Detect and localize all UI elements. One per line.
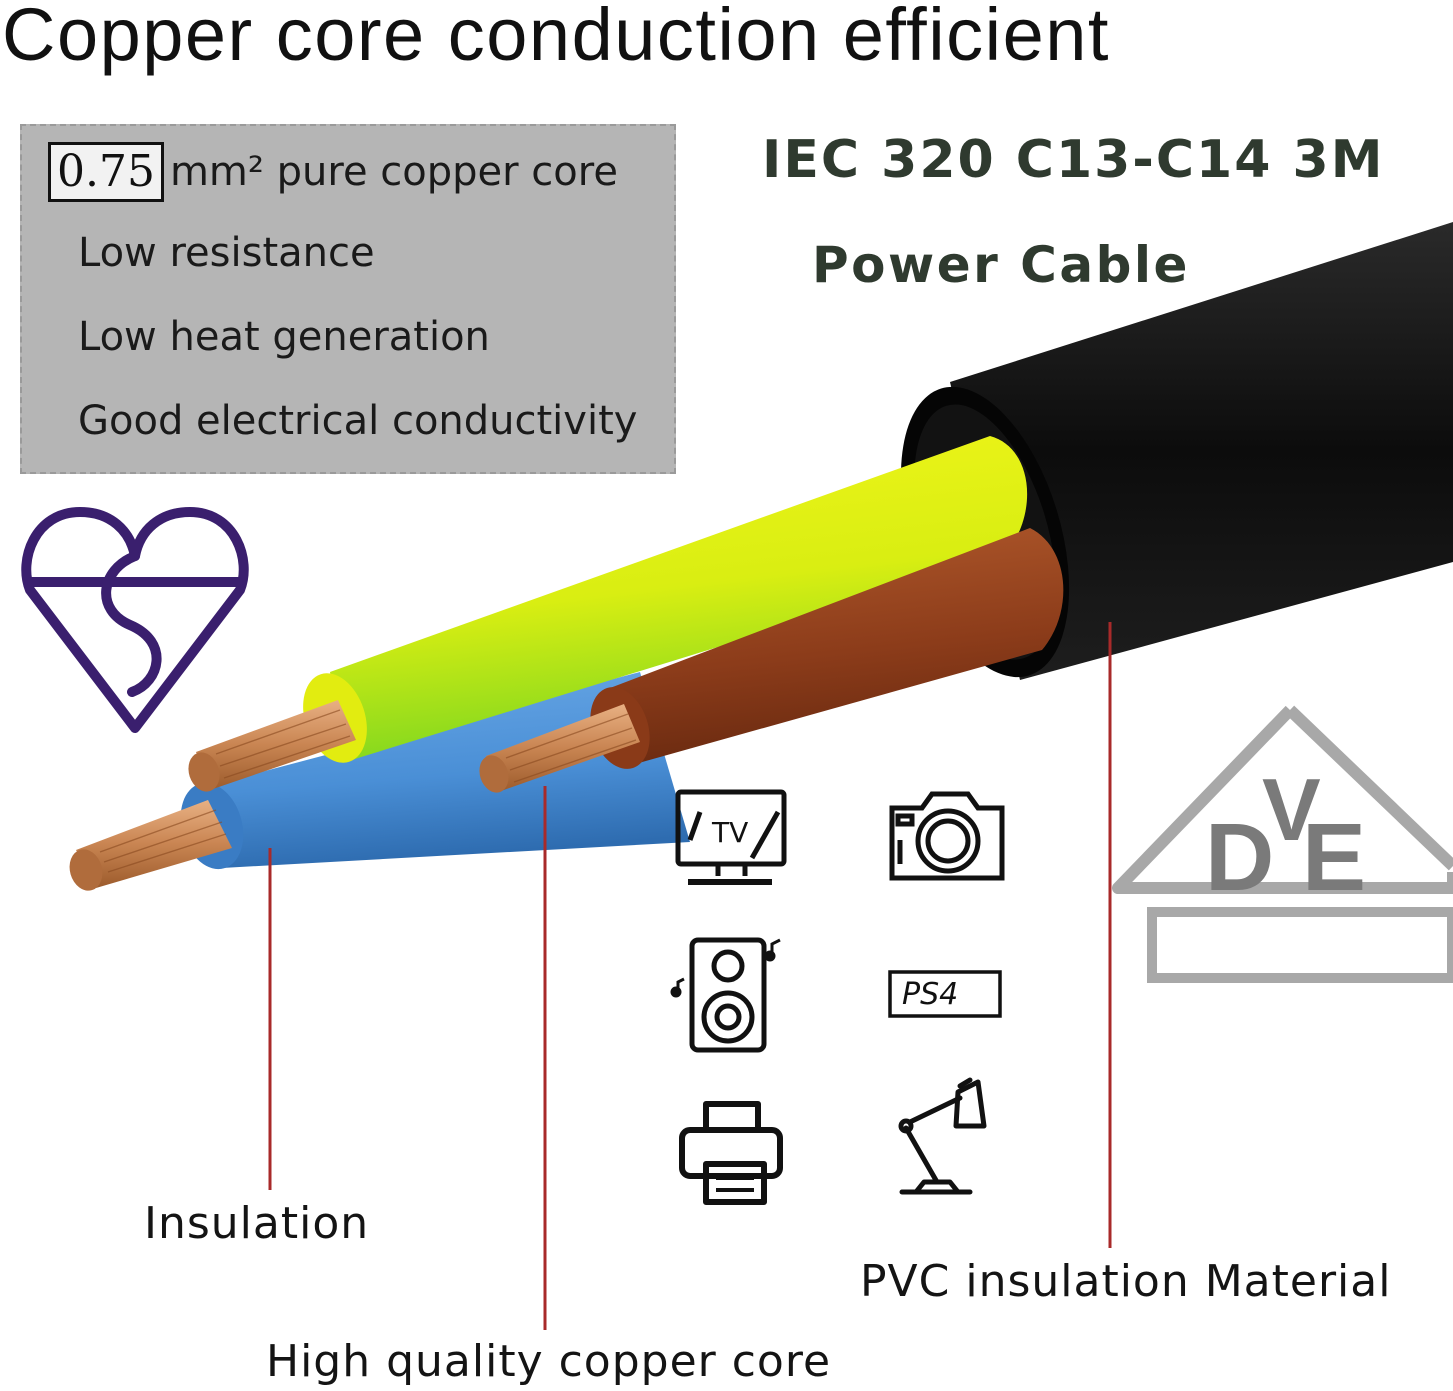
printer-icon — [679, 1101, 783, 1205]
callout-lines — [268, 622, 1112, 1330]
pvc-label: PVC insulation Material — [860, 1256, 1392, 1307]
spec-item-heat: Low heat generation — [78, 314, 490, 360]
tv-label: TV — [711, 816, 748, 849]
vde-logo: D V E — [1112, 705, 1453, 983]
spec-gauge-row: 0.75 mm² pure copper core — [48, 142, 618, 202]
kitemark-logo — [21, 507, 249, 733]
spec-item-resistance: Low resistance — [78, 230, 375, 276]
product-title: IEC 320 C13-C14 3M — [762, 130, 1385, 190]
camera-icon — [889, 791, 1005, 881]
desk-lamp-icon — [898, 1077, 987, 1195]
product-subtitle: Power Cable — [812, 236, 1190, 294]
gauge-unit-text: mm² pure copper core — [169, 149, 618, 195]
vde-letter-d: D — [1205, 804, 1274, 911]
insulation-label: Insulation — [144, 1198, 370, 1249]
vde-letter-v: V — [1262, 760, 1321, 859]
blue-neutral-wire — [69, 672, 690, 891]
gauge-value: 0.75 — [48, 142, 164, 202]
spec-box: 0.75 mm² pure copper core Low resistance… — [20, 124, 676, 474]
vde-letter-e: E — [1302, 804, 1366, 911]
ps4-console-icon: PS4 — [888, 970, 1002, 1018]
spec-item-conductivity: Good electrical conductivity — [78, 398, 638, 444]
headline: Copper core conduction efficient — [2, 0, 1110, 76]
ps4-label: PS4 — [902, 977, 958, 1012]
earth-wire — [188, 436, 1028, 792]
tv-icon: TV — [675, 789, 787, 885]
copper-core-label: High quality copper core — [266, 1336, 832, 1387]
speaker-icon — [670, 937, 781, 1053]
brown-live-wire — [479, 528, 1064, 793]
